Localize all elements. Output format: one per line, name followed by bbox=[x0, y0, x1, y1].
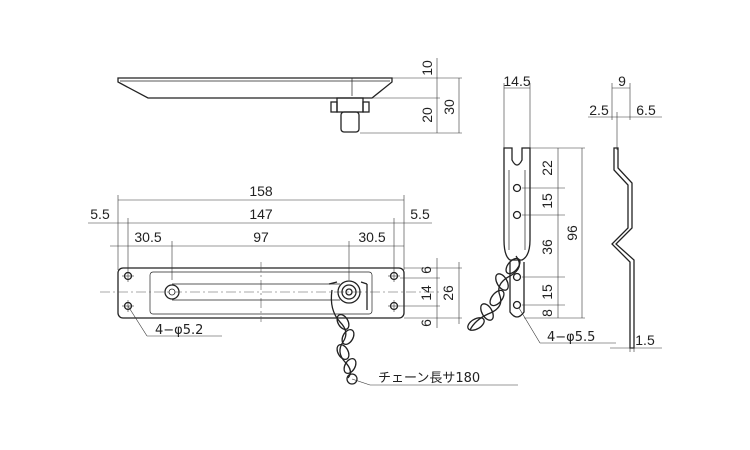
dim-30-5-left: 30.5 bbox=[134, 229, 161, 245]
knob-outer bbox=[337, 280, 361, 304]
dim-6-bottom: 6 bbox=[418, 319, 434, 327]
hole-note-side: 4−φ5.5 bbox=[547, 330, 595, 345]
profile-view: 9 2.5 6.5 1.5 bbox=[588, 73, 662, 352]
top-knob-pin-left bbox=[330, 101, 338, 113]
knob-middle bbox=[341, 284, 357, 300]
chain bbox=[330, 289, 358, 385]
knob-bracket bbox=[360, 281, 368, 285]
knob-inner bbox=[345, 288, 353, 296]
dim-96: 96 bbox=[564, 225, 580, 241]
profile-outline bbox=[611, 147, 635, 349]
chain-link bbox=[336, 313, 350, 331]
chain-link bbox=[341, 328, 355, 346]
chain-link bbox=[336, 343, 350, 361]
dim-20: 20 bbox=[419, 107, 435, 123]
dim-14-5: 14.5 bbox=[503, 73, 530, 89]
dim-14: 14 bbox=[418, 285, 434, 301]
front-slot bbox=[172, 283, 340, 301]
dim-97: 97 bbox=[253, 229, 269, 245]
hole-note-leader bbox=[127, 305, 148, 337]
dim-2-5: 2.5 bbox=[589, 102, 609, 118]
screw-holes bbox=[122, 270, 400, 312]
side-hole-note-leader bbox=[518, 307, 541, 344]
dim-9: 9 bbox=[618, 73, 626, 89]
side-chain bbox=[467, 255, 521, 331]
dim-1-5: 1.5 bbox=[635, 332, 655, 348]
dim-6-top: 6 bbox=[418, 266, 434, 274]
chain-note-leader bbox=[351, 378, 371, 386]
side-hole-4 bbox=[512, 300, 522, 310]
chain-end-ring bbox=[346, 373, 358, 385]
side-view: 14.5 22 15 36 15 8 96 4 bbox=[467, 73, 616, 345]
top-knob-body bbox=[340, 111, 360, 133]
side-hole-2 bbox=[512, 210, 522, 220]
top-knob-pin-right bbox=[362, 101, 370, 113]
hole-note-front: 4−φ5.2 bbox=[155, 323, 203, 338]
dim-22: 22 bbox=[539, 160, 555, 176]
slot-end-left bbox=[164, 284, 180, 300]
chain-link bbox=[343, 357, 357, 375]
knob-bracket bbox=[328, 281, 338, 285]
dim-8: 8 bbox=[539, 309, 555, 317]
dim-6-5: 6.5 bbox=[636, 102, 656, 118]
dim-158: 158 bbox=[249, 183, 273, 199]
top-view: 10 20 30 bbox=[117, 58, 462, 134]
dim-15-bottom: 15 bbox=[539, 284, 555, 300]
top-knob-housing bbox=[336, 97, 364, 113]
chain-note: チェーン長サ180 bbox=[378, 371, 480, 386]
dim-26: 26 bbox=[440, 285, 456, 301]
dim-10: 10 bbox=[419, 60, 435, 76]
slot-end-left-inner bbox=[168, 288, 176, 296]
dim-5-5-left: 5.5 bbox=[90, 206, 110, 222]
dim-5-5-right: 5.5 bbox=[410, 206, 430, 222]
dim-36: 36 bbox=[539, 239, 555, 255]
front-view: 158 147 5.5 5.5 30.5 97 30.5 bbox=[88, 183, 518, 386]
side-hole-3 bbox=[512, 272, 522, 282]
dim-15-top: 15 bbox=[539, 193, 555, 209]
dim-30-5-right: 30.5 bbox=[358, 229, 385, 245]
side-hole-1 bbox=[512, 183, 522, 193]
side-bracket bbox=[503, 147, 531, 261]
dim-147: 147 bbox=[249, 206, 273, 222]
dim-30: 30 bbox=[441, 99, 457, 115]
side-lower-plate bbox=[509, 262, 525, 318]
